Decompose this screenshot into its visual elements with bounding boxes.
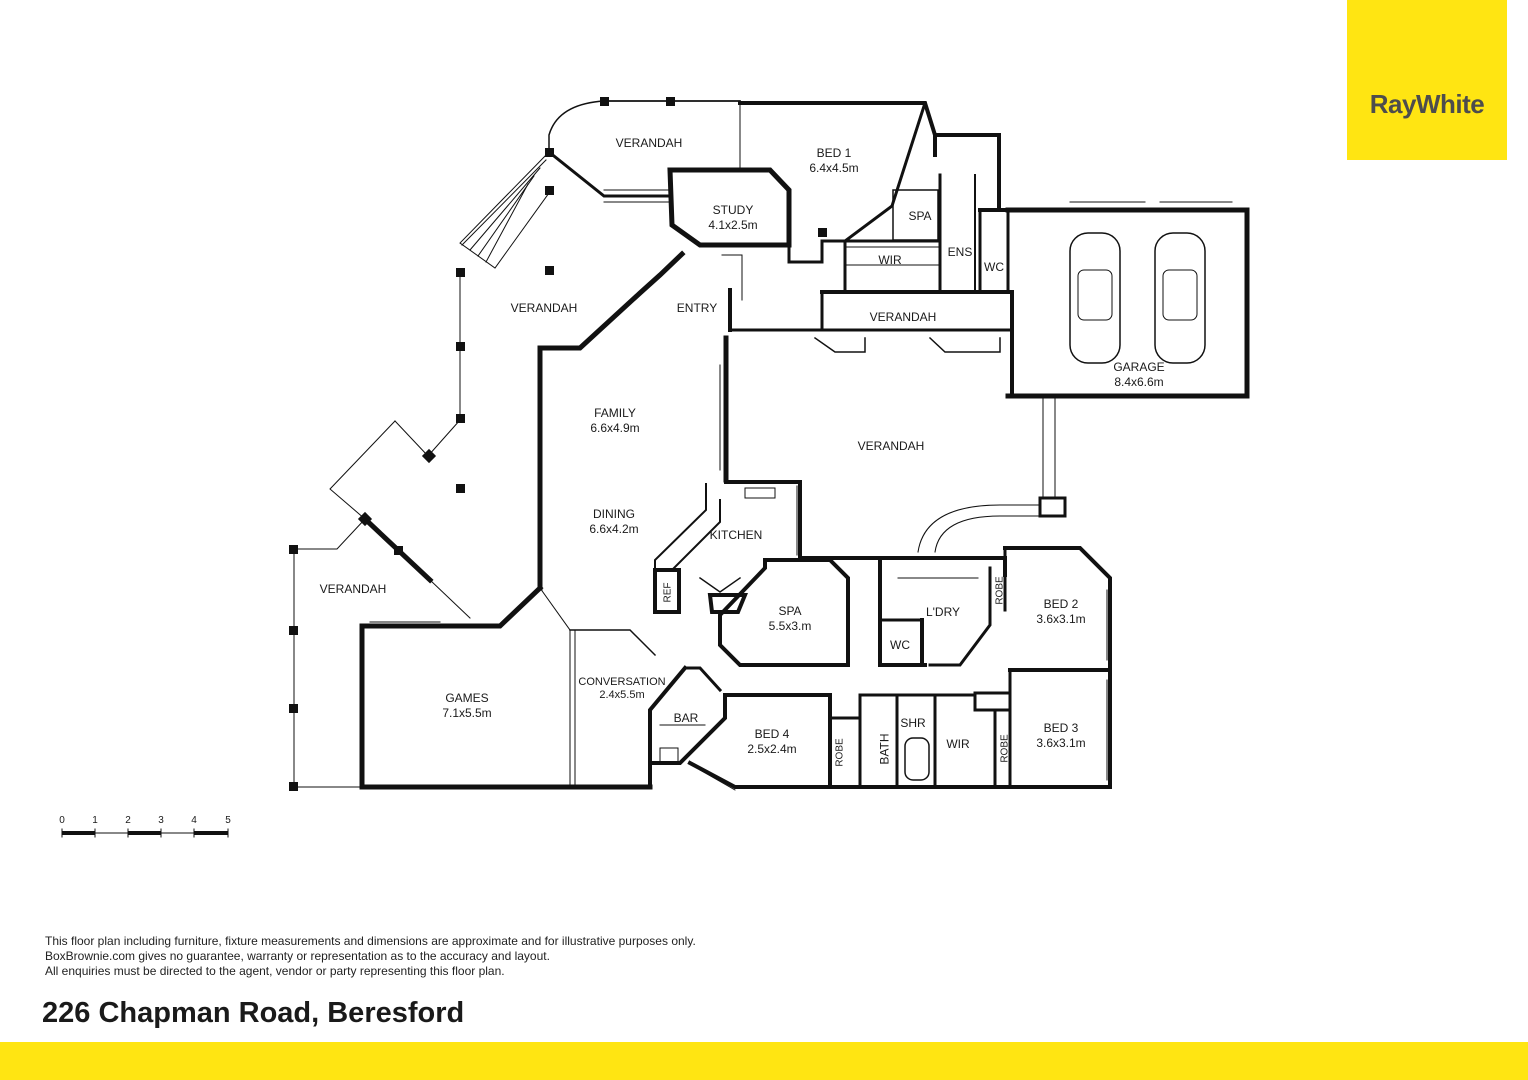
room-verandah-left: VERANDAH <box>510 301 578 315</box>
room-robe-bed4: ROBE <box>834 738 846 767</box>
verandah-lower-edge <box>546 149 672 198</box>
room-wc-laundry: WC <box>890 638 910 652</box>
garage-walls <box>1005 207 1250 399</box>
raywhite-logo: RayWhite <box>1347 0 1507 160</box>
room-wir-bed1: WIR <box>878 253 902 267</box>
disclaimer-line: This floor plan including furniture, fix… <box>45 934 696 948</box>
family-west-wall <box>537 250 686 351</box>
room-ref: REF <box>662 582 674 603</box>
property-address: 226 Chapman Road, Beresford <box>42 997 465 1029</box>
room-verandah-centre: VERANDAH <box>857 439 925 453</box>
room-bath: BATH <box>877 733 892 765</box>
room-verandah-top: VERANDAH <box>615 136 683 150</box>
kitchen-bench <box>724 480 802 562</box>
study-walls <box>667 167 792 248</box>
room-verandah-mid: VERANDAH <box>869 310 937 324</box>
room-laundry: L'DRY <box>925 605 961 619</box>
room-ens: ENS <box>947 245 973 259</box>
bed3-walls <box>998 668 1112 789</box>
car-icon <box>1154 232 1206 364</box>
verandah-rails <box>459 151 550 269</box>
logo-text: RayWhite <box>1369 88 1485 119</box>
spa-walls <box>718 558 850 667</box>
room-bar: BAR <box>673 711 699 725</box>
laundry-walls <box>878 556 1007 577</box>
scale-label: 2 <box>125 815 131 826</box>
scale-label: 4 <box>191 815 197 826</box>
scale-label: 5 <box>225 815 231 826</box>
disclaimer: This floor plan including furniture, fix… <box>45 934 696 979</box>
disclaimer-line: BoxBrownie.com gives no guarantee, warra… <box>45 949 550 963</box>
room-shower: SHR <box>900 716 926 730</box>
disclaimer-line: All enquiries must be directed to the ag… <box>45 964 505 978</box>
room-wir: WIR <box>946 737 970 751</box>
room-kitchen: KITCHEN <box>709 528 763 542</box>
verandah-posts <box>289 97 827 791</box>
footer-bar <box>0 1042 1528 1080</box>
room-wc-ensuite: WC <box>984 260 1004 274</box>
room-verandah-west: VERANDAH <box>319 582 387 596</box>
scale-label: 0 <box>59 815 65 826</box>
bed1-walls <box>738 101 937 157</box>
room-entry: ENTRY <box>676 301 718 315</box>
room-robe-bed2: ROBE <box>994 576 1006 605</box>
scale-label: 1 <box>92 815 98 826</box>
bed4-walls <box>648 665 832 789</box>
scale-label: 3 <box>158 815 164 826</box>
room-spa-ensuite: SPA <box>908 209 932 223</box>
scale-fill <box>62 831 228 835</box>
car-icon <box>1069 232 1121 364</box>
room-robe-bed3: ROBE <box>999 734 1011 763</box>
